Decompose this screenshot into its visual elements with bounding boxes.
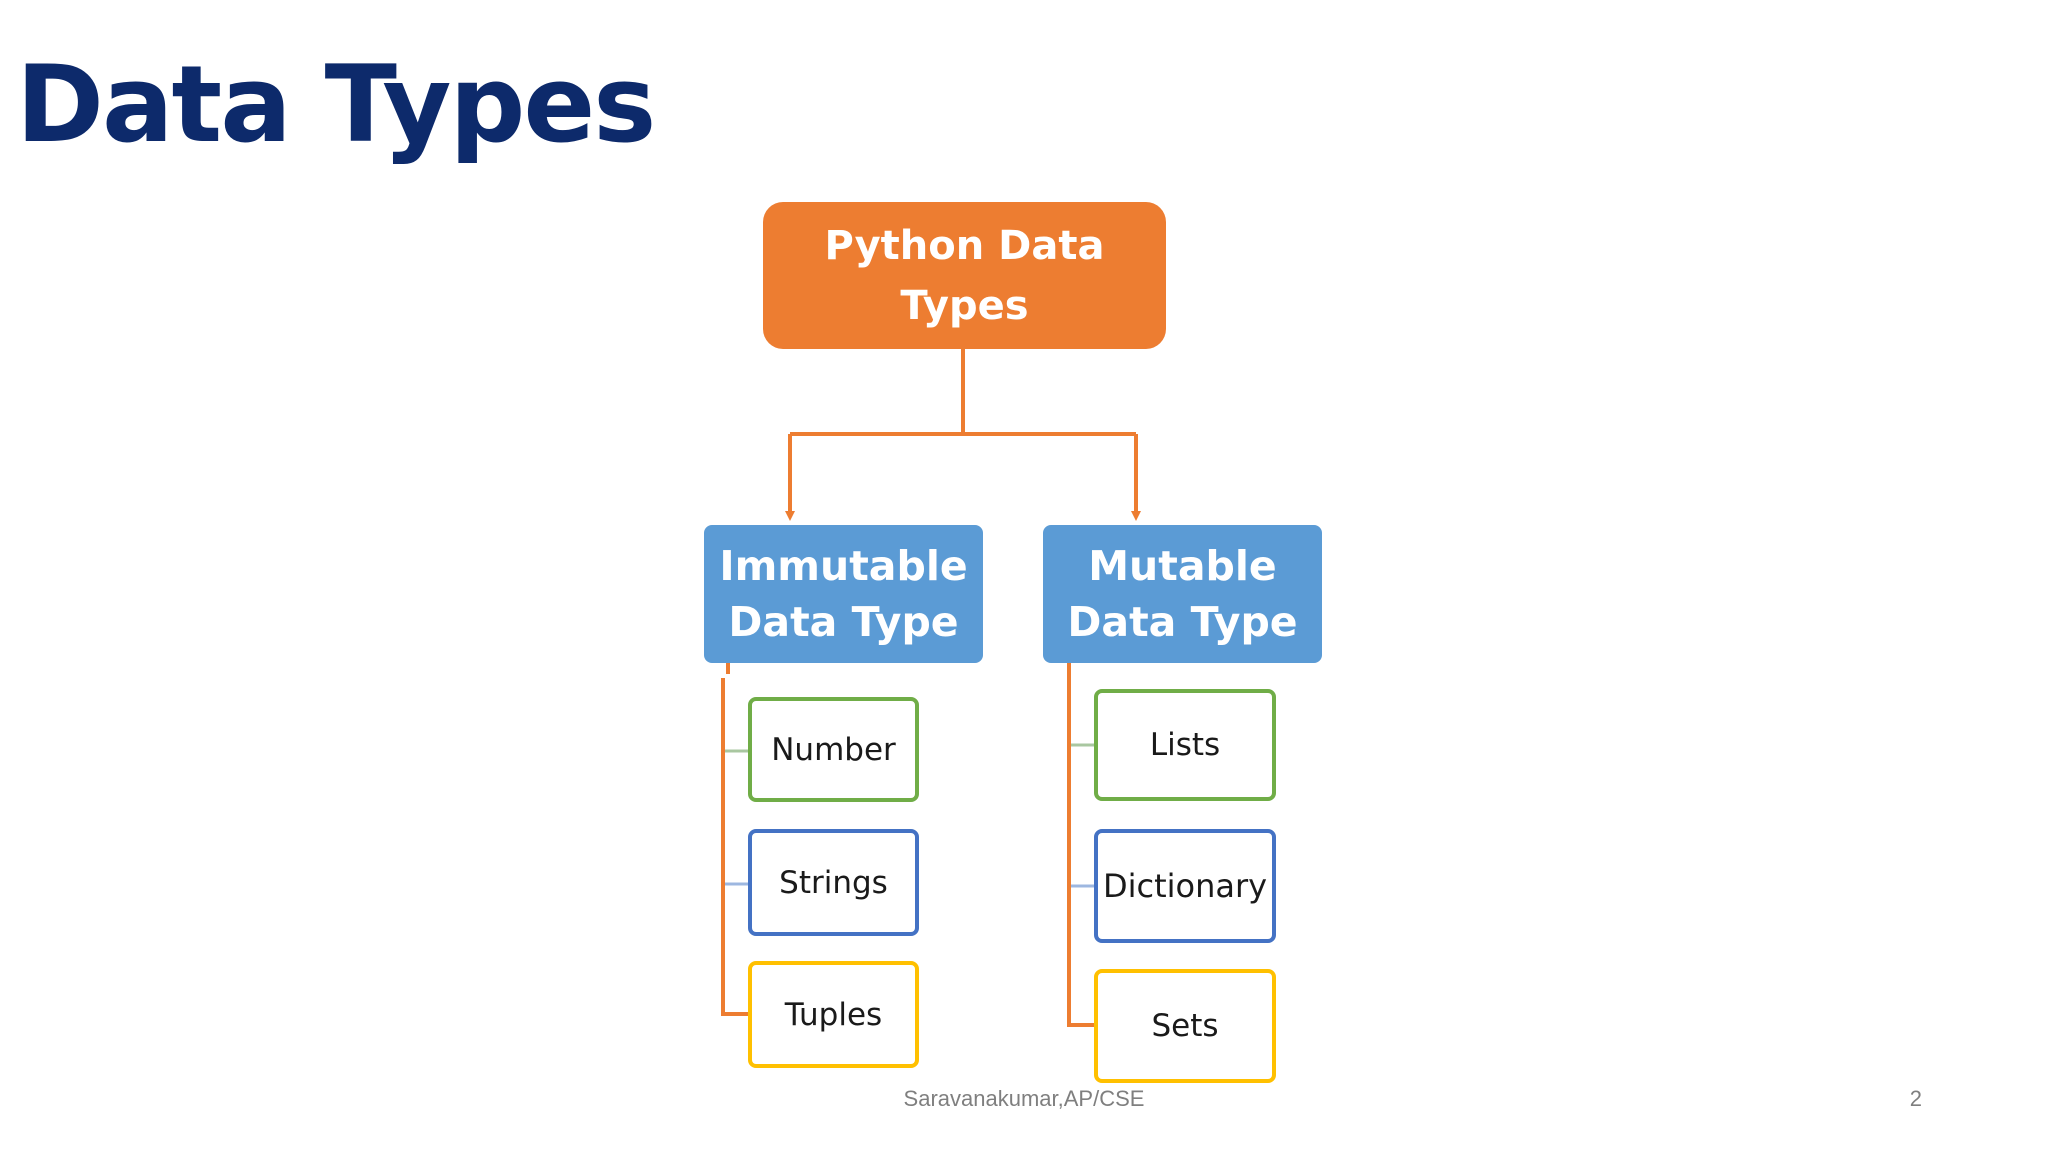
leaf-node-number: Number [748,697,919,802]
slide-title: Data Types [16,43,656,166]
leaf-node-lists: Lists [1094,689,1276,801]
root-connector [790,349,1136,436]
leaf-label-lists: Lists [1149,727,1221,763]
category-label-mutable: Mutable Data Type [1067,542,1298,646]
category-label-immutable: Immutable Data Type [719,542,968,646]
leaf-node-strings: Strings [748,829,919,936]
slide-number: 2 [1909,1086,1922,1111]
category-node-immutable: Immutable Data Type [704,525,983,663]
immutable-bracket [721,663,748,1016]
category-node-mutable: Mutable Data Type [1043,525,1322,663]
mutable-bracket [1067,663,1094,1027]
root-node-label: Python Data Types [824,222,1105,329]
leaf-node-tuples: Tuples [748,961,919,1068]
leaf-node-dictionary: Dictionary [1094,829,1276,943]
footer-author: Saravanakumar,AP/CSE [903,1086,1145,1111]
leaf-label-sets: Sets [1151,1008,1219,1044]
leaf-node-sets: Sets [1094,969,1276,1083]
leaf-label-number: Number [771,731,896,768]
leaf-label-tuples: Tuples [784,996,883,1033]
leaf-label-dictionary: Dictionary [1102,867,1268,905]
leaf-label-strings: Strings [779,864,888,901]
root-node-python-data-types: Python Data Types [763,202,1166,349]
